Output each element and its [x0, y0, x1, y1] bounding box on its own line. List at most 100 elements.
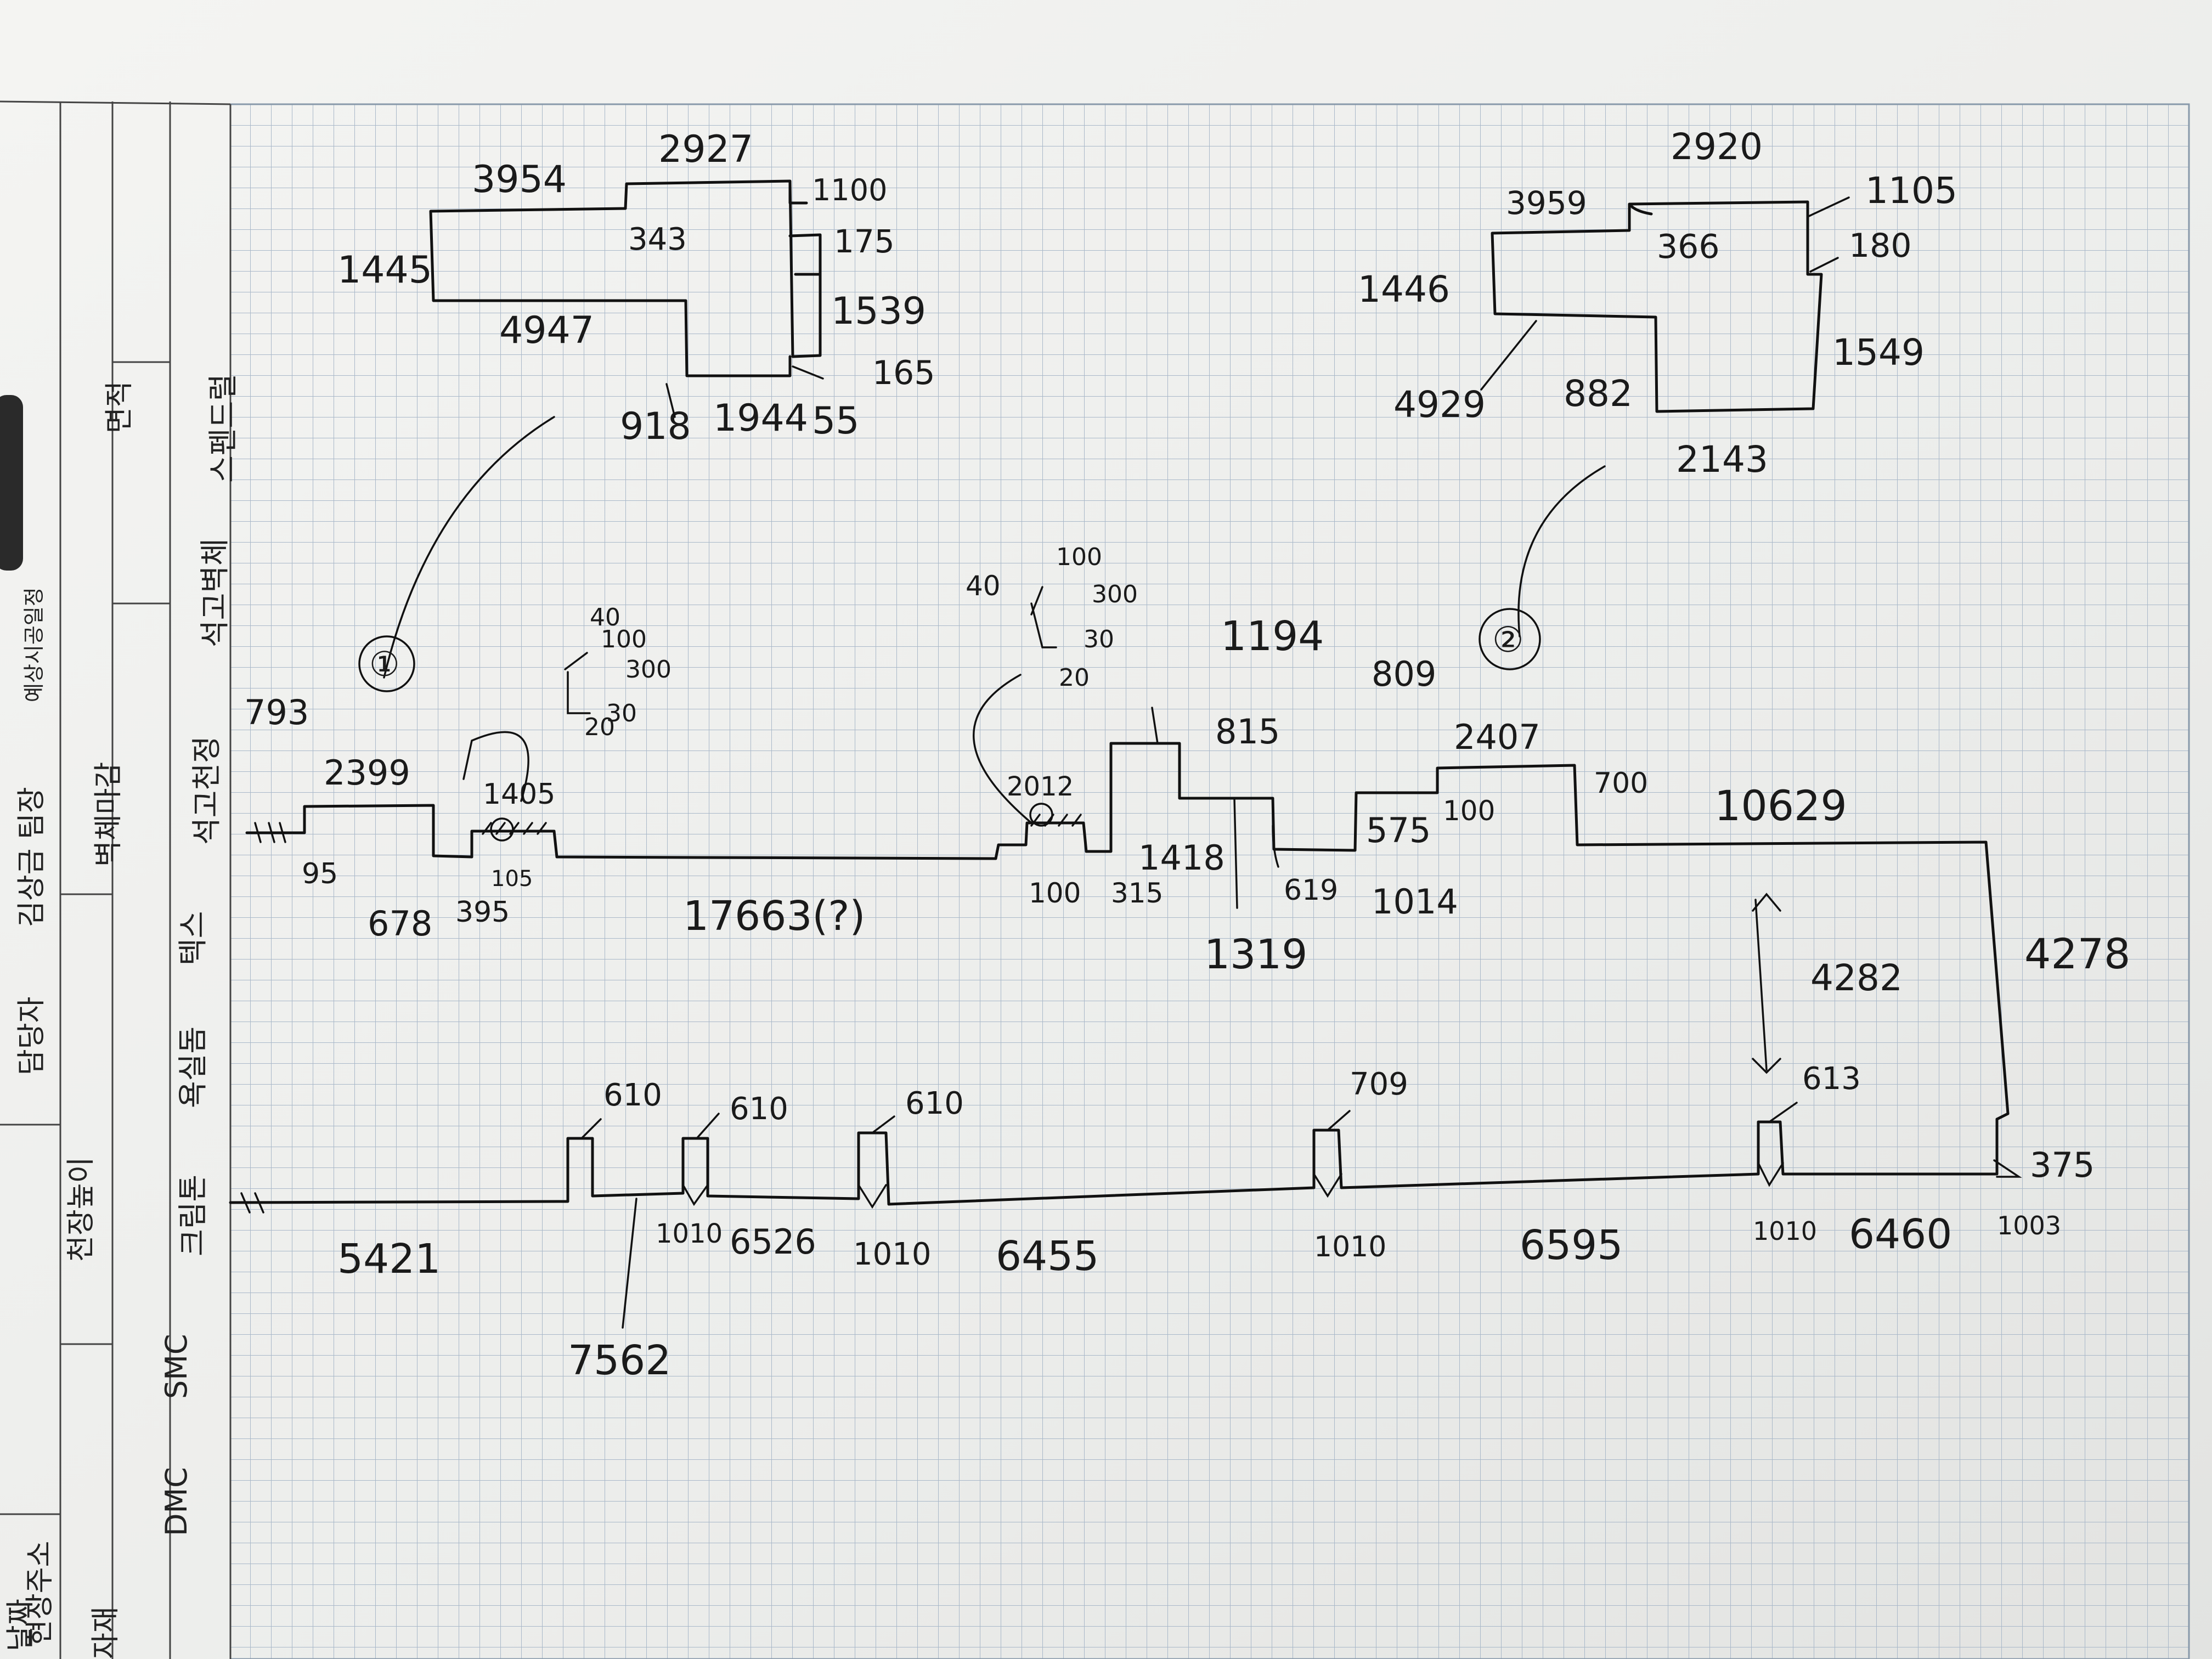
- lw-dim-610b: 610: [730, 1091, 788, 1127]
- uw-dim-315: 315: [1111, 877, 1163, 909]
- uw-dim-575: 575: [1366, 810, 1431, 850]
- uw-dim-10629: 10629: [1714, 781, 1847, 830]
- tr-dim-180: 180: [1849, 227, 1912, 265]
- lw-dim-1003: 1003: [1997, 1211, 2061, 1240]
- detail-a-20: 20: [584, 713, 615, 741]
- tr-dim-366: 366: [1657, 228, 1720, 266]
- lw-dim-6455: 6455: [996, 1233, 1099, 1280]
- tr-room-symbol-circle: [1479, 608, 1541, 670]
- tl-dim-4947: 4947: [499, 309, 594, 352]
- uw-dim-809: 809: [1372, 654, 1436, 694]
- label-material: 자재: [89, 1606, 122, 1659]
- tr-dim-2143: 2143: [1676, 438, 1768, 481]
- tl-room-symbol-circle: [358, 635, 415, 692]
- tr-dim-1446: 1446: [1358, 268, 1450, 311]
- tr-dim-4929: 4929: [1393, 383, 1486, 426]
- uw-dim-395: 395: [455, 896, 510, 929]
- tl-dim-343: 343: [628, 222, 687, 257]
- sidebar-table: [0, 100, 232, 1659]
- lw-dim-6526: 6526: [730, 1222, 816, 1262]
- material-spandrel: 스펜드럴: [206, 374, 240, 483]
- uw-dim-815: 815: [1215, 712, 1280, 752]
- detail-b-300: 300: [1092, 580, 1138, 608]
- uw-dim-105: 105: [491, 866, 533, 891]
- detail-b-30: 30: [1084, 625, 1114, 653]
- tl-dim-3954: 3954: [472, 158, 567, 201]
- uw-dim-1319: 1319: [1204, 931, 1307, 978]
- grid-area: [230, 104, 2189, 1659]
- uw-dim-1014: 1014: [1372, 882, 1458, 922]
- tr-dim-882: 882: [1564, 373, 1633, 415]
- uw-dim-2407: 2407: [1454, 717, 1541, 757]
- uw-dim-95: 95: [302, 857, 338, 890]
- material-bath-dome: 욕실돔: [176, 1026, 210, 1108]
- material-gypsum-ceiling: 석고천정: [189, 736, 224, 845]
- tr-dim-1549: 1549: [1832, 331, 1925, 374]
- uw-dim-100a: 100: [1029, 877, 1081, 909]
- material-dmc: DMC: [159, 1467, 194, 1536]
- lw-dim-1010c: 1010: [1314, 1231, 1386, 1263]
- tl-dim-165: 165: [872, 354, 935, 392]
- uw-dim-2399: 2399: [324, 753, 410, 793]
- uw-dim-793: 793: [244, 692, 309, 732]
- tl-dim-918: 918: [620, 405, 691, 448]
- label-wall-finish: 벽체마감: [92, 762, 125, 867]
- pen-object: [0, 395, 23, 571]
- lw-dim-1010d: 1010: [1753, 1216, 1817, 1246]
- tl-room-symbol: ①: [369, 644, 400, 684]
- lw-dim-6460: 6460: [1849, 1211, 1952, 1258]
- label-schedule: 예상시공일정: [22, 587, 46, 702]
- label-ceiling-height: 천장높이: [65, 1157, 98, 1262]
- label-date: 날짜: [4, 1599, 37, 1651]
- material-gypsum-wall: 석고벽체: [198, 538, 232, 647]
- detail-a-300: 300: [625, 656, 672, 684]
- tr-dim-3959: 3959: [1506, 184, 1587, 222]
- detail-a-30: 30: [606, 699, 637, 727]
- lw-dim-1010b: 1010: [853, 1237, 932, 1272]
- tl-dim-55: 55: [812, 399, 860, 443]
- tr-room-symbol: ②: [1492, 620, 1523, 661]
- uw-dim-700: 700: [1594, 767, 1648, 800]
- detail-a-100: 100: [601, 625, 647, 653]
- tl-dim-175: 175: [834, 223, 895, 260]
- detail-a-40: 40: [590, 603, 620, 631]
- lw-dim-610a: 610: [603, 1077, 662, 1113]
- uw-dim-2012: 2012: [1007, 771, 1074, 802]
- detail-b-20: 20: [1059, 664, 1090, 692]
- label-manager-name: 김상금 팀장: [15, 787, 48, 927]
- uw-dim-100b: 100: [1443, 795, 1495, 827]
- top-left-room-outline: [429, 179, 822, 377]
- lw-dim-5421: 5421: [337, 1235, 441, 1283]
- tl-dim-1539: 1539: [831, 290, 926, 333]
- lw-dim-709: 709: [1350, 1066, 1408, 1102]
- detail-b-100: 100: [1056, 543, 1102, 571]
- uw-dim-619: 619: [1284, 874, 1338, 907]
- uw-dim-1194: 1194: [1221, 613, 1324, 660]
- lw-dim-610c: 610: [905, 1086, 964, 1121]
- lw-dim-1010a: 1010: [656, 1218, 723, 1249]
- lw-dim-613: 613: [1802, 1061, 1861, 1097]
- detail-b-40: 40: [966, 570, 1001, 602]
- material-creamtone: 크림톤: [176, 1175, 210, 1256]
- uw-dim-17663: 17663(?): [683, 893, 865, 940]
- label-manager: 담당자: [15, 996, 48, 1075]
- tl-dim-1445: 1445: [337, 249, 432, 292]
- lower-wall-profile: [229, 1102, 2022, 1329]
- tl-dim-1944: 1944: [713, 397, 808, 440]
- uw-dim-4282: 4282: [1810, 957, 1903, 999]
- label-area: 면적: [103, 381, 136, 433]
- uw-dim-678: 678: [368, 904, 432, 944]
- top-right-room-outline: [1491, 200, 1823, 413]
- uw-dim-1405: 1405: [483, 778, 555, 811]
- material-smc: SMC: [159, 1334, 194, 1399]
- uw-dim-1418: 1418: [1138, 838, 1225, 878]
- lw-dim-7562: 7562: [568, 1337, 671, 1384]
- uw-dim-4278: 4278: [2024, 929, 2130, 978]
- lw-dim-375: 375: [2030, 1145, 2095, 1185]
- upper-wall-profile: [245, 707, 2010, 1121]
- tl-dim-1100: 1100: [812, 173, 887, 207]
- tr-dim-2920: 2920: [1671, 126, 1763, 168]
- tr-dim-1105: 1105: [1865, 170, 1957, 212]
- label-site-address: 현장주소: [24, 1541, 57, 1646]
